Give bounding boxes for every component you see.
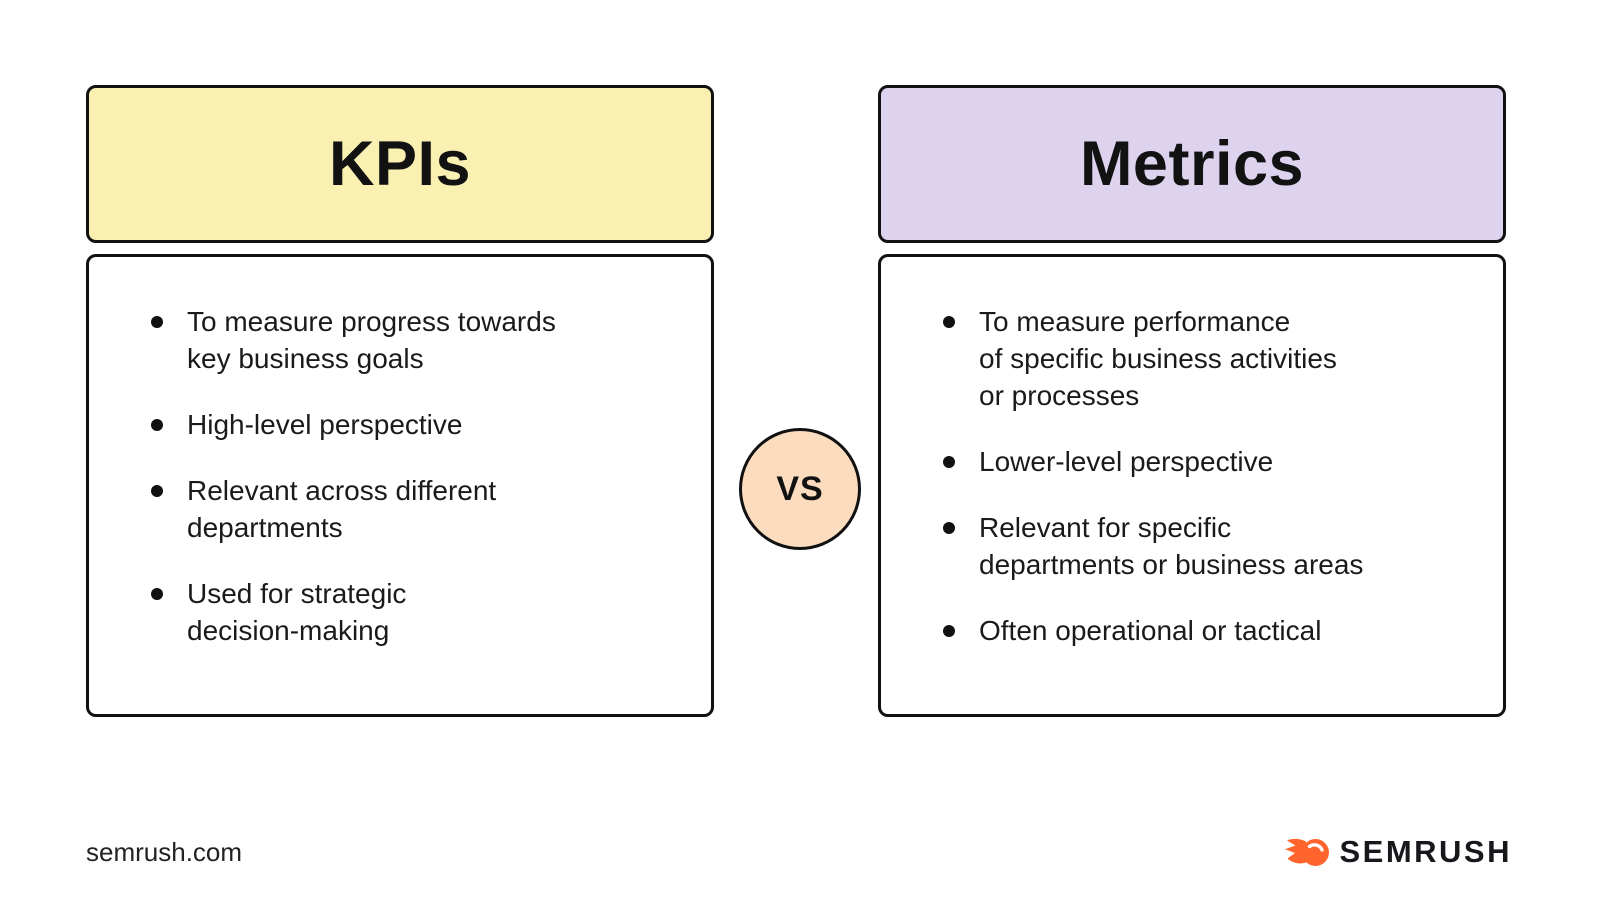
list-item: To measure progress towards key business… [151, 303, 681, 377]
semrush-flame-icon [1284, 837, 1330, 868]
metrics-bullet-3: Relevant for specific departments or bus… [979, 512, 1364, 580]
vs-badge: VS [739, 428, 861, 550]
bullet-dot-icon [151, 485, 163, 497]
list-item: High-level perspective [151, 406, 681, 443]
metrics-title: Metrics [1079, 129, 1305, 199]
kpis-header-box: KPIs [86, 85, 714, 243]
metrics-bullet-list: To measure performance of specific busin… [943, 303, 1473, 649]
kpis-panel: KPIs To measure progress towards key bus… [86, 85, 714, 717]
kpis-title: KPIs [328, 129, 472, 199]
vs-label: VS [776, 469, 824, 508]
bullet-dot-icon [943, 456, 955, 468]
kpis-bullet-3: Relevant across different departments [187, 475, 497, 543]
list-item: Relevant across different departments [151, 472, 681, 546]
kpis-body-box: To measure progress towards key business… [86, 254, 714, 717]
list-item: To measure performance of specific busin… [943, 303, 1473, 414]
metrics-header-box: Metrics [878, 85, 1506, 243]
list-item: Used for strategic decision-making [151, 575, 681, 649]
metrics-body-box: To measure performance of specific busin… [878, 254, 1506, 717]
bullet-dot-icon [943, 625, 955, 637]
list-item: Relevant for specific departments or bus… [943, 509, 1473, 583]
list-item: Lower-level perspective [943, 443, 1473, 480]
semrush-logo: SEMRUSH [1284, 834, 1512, 870]
list-item: Often operational or tactical [943, 612, 1473, 649]
bullet-dot-icon [943, 316, 955, 328]
kpis-bullet-1: To measure progress towards key business… [187, 306, 556, 374]
bullet-dot-icon [151, 588, 163, 600]
bullet-dot-icon [151, 316, 163, 328]
kpis-bullet-2: High-level perspective [187, 409, 463, 440]
metrics-bullet-1: To measure performance of specific busin… [979, 306, 1337, 411]
metrics-bullet-2: Lower-level perspective [979, 446, 1274, 477]
site-url: semrush.com [86, 837, 243, 867]
bullet-dot-icon [943, 522, 955, 534]
bullet-dot-icon [151, 419, 163, 431]
metrics-panel: Metrics To measure performance of specif… [878, 85, 1506, 717]
metrics-bullet-4: Often operational or tactical [979, 615, 1322, 646]
kpis-bullet-list: To measure progress towards key business… [151, 303, 681, 649]
semrush-wordmark: SEMRUSH [1339, 834, 1512, 869]
kpis-bullet-4: Used for strategic decision-making [187, 578, 407, 646]
